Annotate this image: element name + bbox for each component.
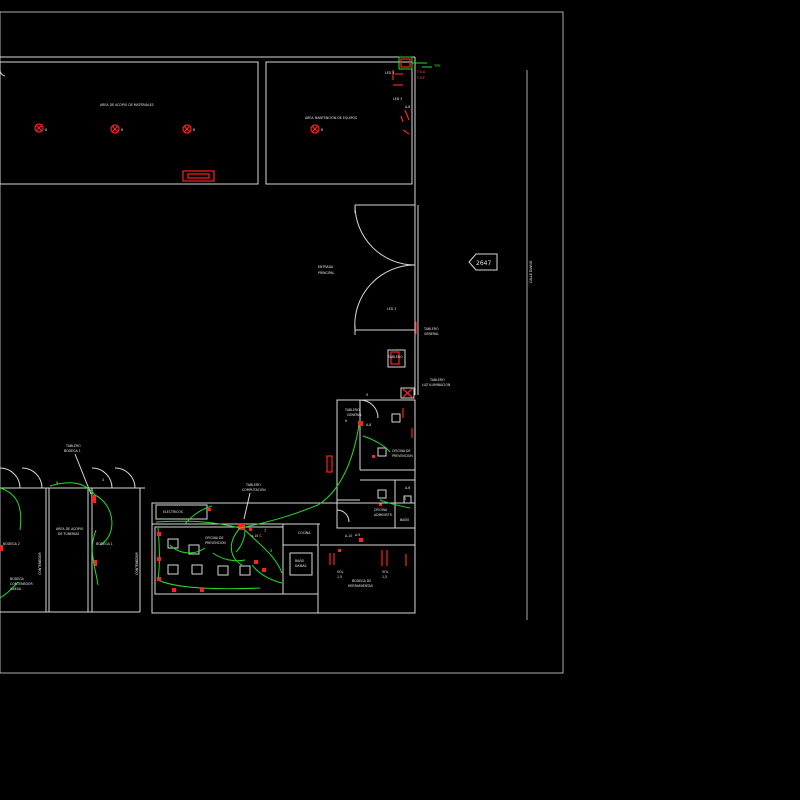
sheet-border xyxy=(0,11,564,674)
svg-text:BODEGA 2: BODEGA 2 xyxy=(3,542,20,546)
svg-text:ANEXA: ANEXA xyxy=(10,587,22,591)
svg-text:LED 3: LED 3 xyxy=(393,97,402,101)
warning-sign xyxy=(326,455,333,473)
lamp-icon xyxy=(110,124,120,134)
svg-text:8: 8 xyxy=(45,128,47,132)
svg-text:HERRAMIENTAS: HERRAMIENTAS xyxy=(348,584,373,588)
meter-group: TPE T.S.A T.S.F LED 3 LED 3 A-8 xyxy=(385,56,441,135)
svg-text:A-10 C: A-10 C xyxy=(251,534,262,538)
svg-text:8: 8 xyxy=(121,128,123,132)
svg-text:PREVENCION: PREVENCION xyxy=(205,541,226,545)
svg-text:T.S.A: T.S.A xyxy=(416,70,426,74)
svg-text:BAÑO: BAÑO xyxy=(295,558,305,563)
svg-text:A-10: A-10 xyxy=(345,534,352,538)
svg-text:8: 8 xyxy=(193,128,195,132)
computing-board-icon xyxy=(238,523,245,530)
svg-text:T.S.F: T.S.F xyxy=(416,76,425,80)
electrical-panel xyxy=(182,170,215,182)
svg-text:CONTENEDOR: CONTENEDOR xyxy=(135,552,139,575)
svg-text:LUZ ILUMINACION: LUZ ILUMINACION xyxy=(422,383,451,387)
svg-text:TABLERO: TABLERO xyxy=(423,327,439,331)
entrance-label: ENTRADA xyxy=(318,265,334,269)
svg-text:GENERAL: GENERAL xyxy=(424,332,439,336)
svg-text:COCINA: COCINA xyxy=(298,531,311,535)
svg-text:BODEGA DE: BODEGA DE xyxy=(352,579,371,583)
svg-text:A-9: A-9 xyxy=(355,533,360,537)
lighting-board-icon xyxy=(400,387,415,399)
svg-text:BODEGA 1: BODEGA 1 xyxy=(96,542,113,546)
svg-text:VOL: VOL xyxy=(382,570,389,574)
svg-text:LED 3: LED 3 xyxy=(387,307,396,311)
svg-text:TABLERO: TABLERO xyxy=(65,444,81,448)
svg-text:COMPUTACION: COMPUTACION xyxy=(242,488,266,492)
svg-text:1,5: 1,5 xyxy=(337,575,342,579)
circuit-lines xyxy=(0,424,411,599)
svg-text:7: 7 xyxy=(264,529,266,533)
svg-text:AREA DE ACOPIO: AREA DE ACOPIO xyxy=(56,527,84,531)
svg-text:9: 9 xyxy=(366,393,368,397)
svg-text:8: 8 xyxy=(321,128,323,132)
svg-text:TABLERO: TABLERO xyxy=(245,483,261,487)
svg-text:OFICINA DE: OFICINA DE xyxy=(205,536,224,540)
svg-text:OFICINA DE: OFICINA DE xyxy=(392,449,411,453)
svg-text:BODEGA: BODEGA xyxy=(10,577,25,581)
svg-text:DE TUBERIAS: DE TUBERIAS xyxy=(58,532,79,536)
svg-text:6: 6 xyxy=(345,419,347,423)
svg-text:VOL: VOL xyxy=(337,570,344,574)
svg-text:TABLERO: TABLERO xyxy=(344,408,360,412)
svg-text:BODEGA 1: BODEGA 1 xyxy=(64,449,81,453)
svg-text:ADMINISTR.: ADMINISTR. xyxy=(374,513,393,517)
svg-text:PREVENCION: PREVENCION xyxy=(392,454,413,458)
svg-text:A-8: A-8 xyxy=(405,105,410,109)
svg-text:CONTENEDOR: CONTENEDOR xyxy=(38,552,42,575)
svg-text:1,5: 1,5 xyxy=(382,575,387,579)
office-cluster: TABLERO GENERAL A-8 OFICINA DE PREVENCIO… xyxy=(326,393,416,529)
lamp-icon xyxy=(310,124,320,134)
lamp-icon xyxy=(34,123,44,133)
svg-text:TABLERO: TABLERO xyxy=(387,355,403,359)
svg-text:2647: 2647 xyxy=(476,260,491,267)
svg-text:LED 3: LED 3 xyxy=(385,71,394,75)
street-label: CALLE DIARIO xyxy=(529,260,533,283)
svg-text:ELECTRICOS: ELECTRICOS xyxy=(163,510,183,514)
svg-text:GENERAL: GENERAL xyxy=(347,413,362,417)
entrance-area: ENTRADA PRINCIPAL LED 3 TABLERO GENERAL … xyxy=(318,204,451,399)
svg-text:3: 3 xyxy=(404,497,406,501)
svg-text:3: 3 xyxy=(270,549,272,553)
svg-text:CONTENEDOR: CONTENEDOR xyxy=(10,582,33,586)
left-bottom-blocks: CONTENEDOR CONTENEDOR BODEGA 2 BODEGA 1 … xyxy=(0,444,145,613)
svg-text:PRINCIPAL: PRINCIPAL xyxy=(318,271,335,275)
svg-text:TABLERO: TABLERO xyxy=(429,378,445,382)
svg-text:OFICINA: OFICINA xyxy=(374,508,388,512)
svg-text:BAÑO: BAÑO xyxy=(400,517,410,522)
storage-right-label: AREA MANTENCION DE EQUIPOS xyxy=(305,116,357,120)
svg-text:4: 4 xyxy=(102,478,104,482)
outlet-symbols xyxy=(157,508,341,592)
svg-text:A-6: A-6 xyxy=(405,486,410,490)
svg-text:A-8: A-8 xyxy=(366,423,371,427)
top-storage-block: AREA DE ACOPIO DE MATERIALES AREA MANTEN… xyxy=(0,56,416,205)
svg-text:TPE: TPE xyxy=(433,64,441,68)
level-marker: 2647 xyxy=(468,253,498,271)
lamp-icon xyxy=(182,124,192,134)
bottom-building: ELECTRICOS OFICINA DE PREVENCION COCINA … xyxy=(151,502,416,614)
svg-text:DAMAS: DAMAS xyxy=(295,564,307,568)
svg-text:5: 5 xyxy=(56,481,58,485)
storage-left-label: AREA DE ACOPIO DE MATERIALES xyxy=(100,103,154,107)
